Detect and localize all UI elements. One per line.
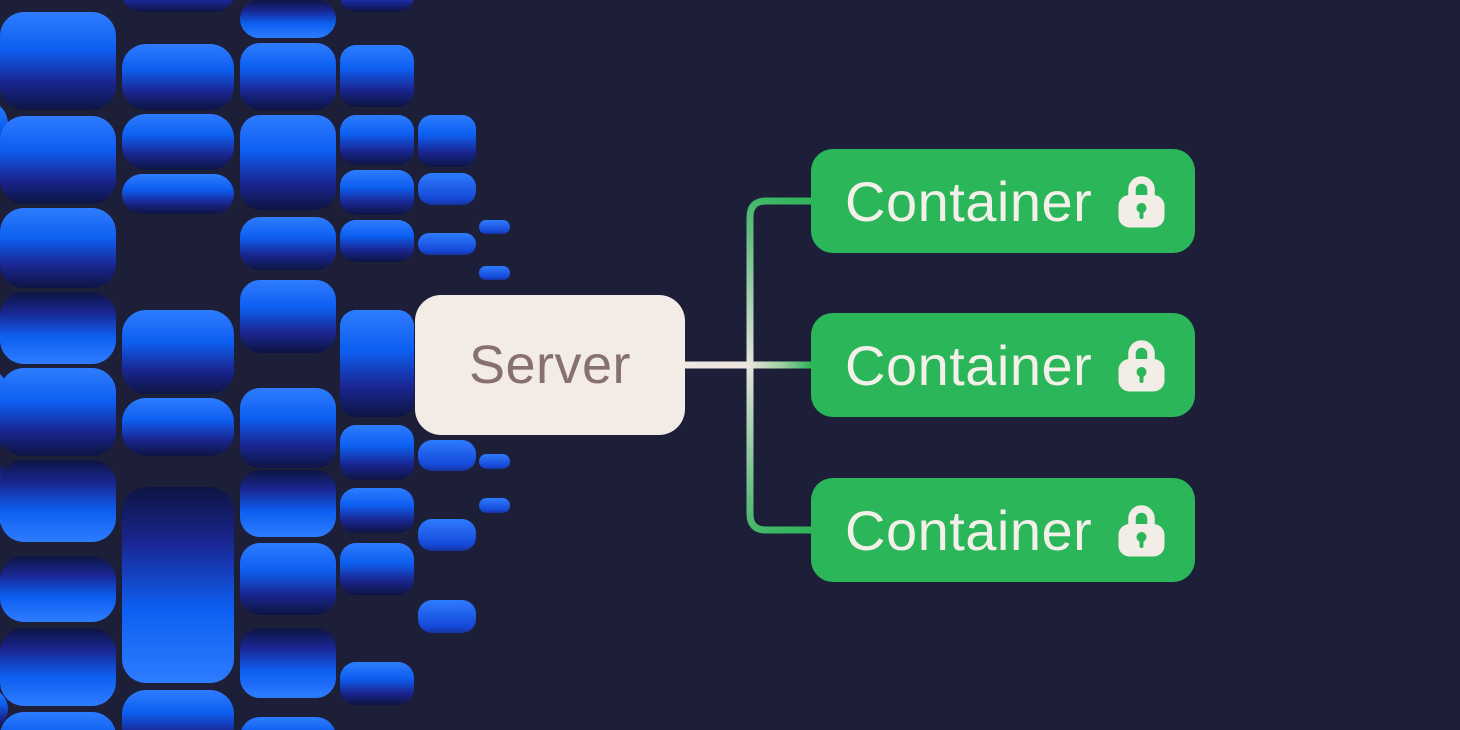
decor-block — [240, 0, 336, 38]
container-node-3: Container — [811, 478, 1195, 582]
decor-block — [340, 662, 414, 705]
decor-block — [0, 688, 8, 730]
container-label: Container — [845, 333, 1093, 397]
decor-block — [340, 425, 414, 480]
decor-block — [340, 220, 414, 262]
container-label: Container — [845, 169, 1093, 233]
decor-block — [340, 45, 414, 107]
lock-icon — [1118, 505, 1165, 557]
decor-block — [122, 398, 234, 456]
decor-block — [122, 310, 234, 394]
connector-branch-bottom — [746, 365, 811, 534]
decor-block — [418, 519, 476, 551]
decor-block — [418, 173, 476, 205]
decor-block — [0, 556, 116, 622]
decor-block — [240, 217, 336, 270]
decor-block — [418, 600, 476, 633]
decor-block — [418, 233, 476, 255]
decor-block — [122, 690, 234, 730]
decor-block — [240, 115, 336, 210]
container-label: Container — [845, 498, 1093, 562]
decor-block — [0, 712, 116, 730]
decor-block — [0, 116, 116, 204]
decor-block — [240, 388, 336, 468]
container-node-1: Container — [811, 149, 1195, 253]
decor-block — [240, 717, 336, 730]
server-label: Server — [468, 335, 632, 395]
container-node-2: Container — [811, 313, 1195, 417]
decor-block — [0, 12, 116, 110]
decor-block — [340, 0, 414, 12]
decor-block — [240, 628, 336, 698]
decor-block — [122, 0, 234, 12]
decor-block — [0, 460, 116, 542]
decor-block — [479, 454, 510, 469]
decor-block — [240, 43, 336, 110]
decor-block — [122, 114, 234, 170]
decor-block — [240, 543, 336, 615]
decor-block — [0, 628, 116, 706]
decor-block — [479, 498, 510, 513]
decor-block — [418, 115, 476, 167]
decor-block — [122, 487, 234, 683]
decor-block — [340, 310, 414, 417]
decor-block — [240, 470, 336, 537]
decor-block — [340, 115, 414, 165]
decor-block — [0, 292, 116, 364]
server-node: Server — [415, 295, 685, 435]
decor-block — [479, 220, 510, 234]
decor-block — [0, 368, 116, 456]
decor-block — [340, 543, 414, 595]
lock-icon — [1118, 176, 1165, 228]
decor-block — [0, 208, 116, 288]
decor-block — [340, 170, 414, 215]
decor-block — [479, 266, 510, 280]
lock-icon — [1118, 340, 1165, 392]
decor-block — [122, 44, 234, 110]
connector-branch-top — [746, 197, 811, 365]
decor-block — [418, 440, 476, 471]
decor-block — [122, 174, 234, 214]
decor-block — [240, 280, 336, 353]
decor-block — [340, 488, 414, 533]
